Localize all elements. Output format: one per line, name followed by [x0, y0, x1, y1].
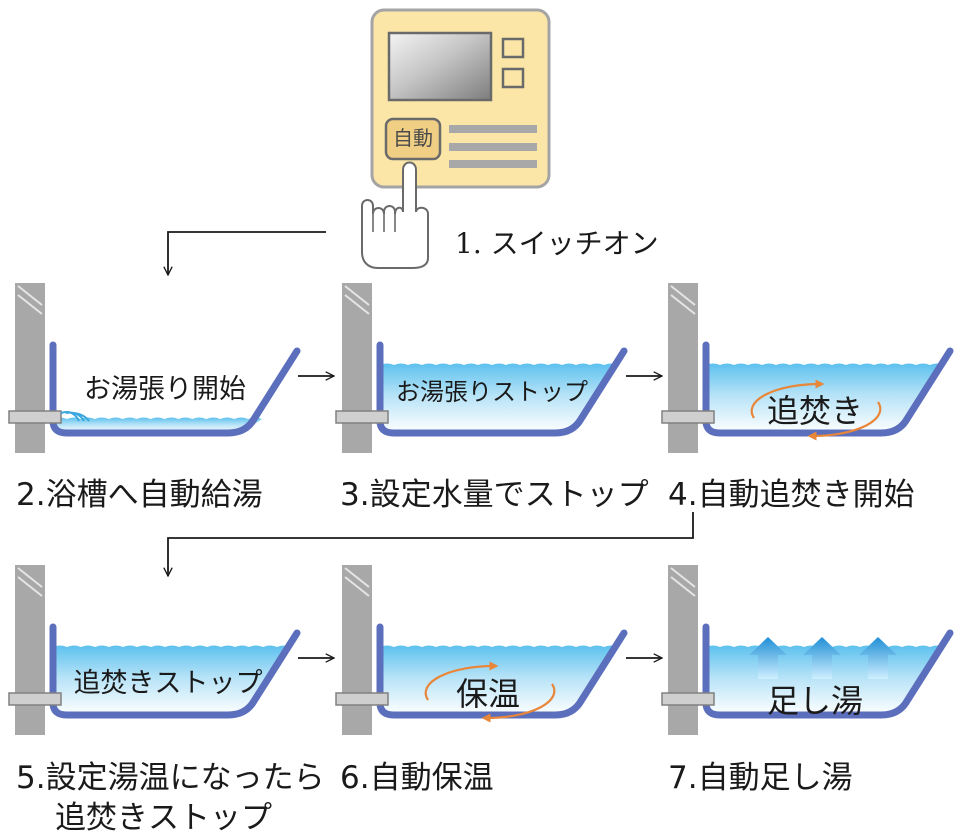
panel-line	[449, 160, 537, 168]
water-surface	[380, 645, 618, 715]
panel-line	[449, 143, 537, 151]
up-arrow-icon	[803, 637, 841, 679]
bath-label-top-up: 足し湯	[767, 682, 863, 720]
water-flow-icon	[70, 412, 90, 422]
inlet-pipe	[335, 410, 389, 424]
circulation-arrows-icon	[481, 683, 556, 723]
pointing-hand-icon	[361, 161, 429, 269]
bathtub-step-5	[8, 565, 301, 735]
wall-column	[668, 565, 698, 735]
auto-button-label: 自動	[393, 126, 433, 150]
water-surface	[53, 645, 291, 715]
bath-label-fill-stop: お湯張りストップ	[396, 378, 588, 406]
bathtub-step-4	[661, 283, 954, 453]
inlet-pipe	[335, 692, 389, 706]
down-arrow-icon	[168, 231, 326, 275]
bathtub-step-2	[8, 283, 301, 453]
wall-column	[668, 283, 698, 453]
inlet-pipe	[661, 410, 715, 424]
up-arrow-icon	[859, 637, 897, 679]
wall-column	[15, 565, 45, 735]
wall-column	[342, 565, 372, 735]
switch-on-caption: 1. スイッチオン	[455, 227, 659, 260]
panel-display	[387, 31, 493, 102]
bathtub-step-3	[335, 283, 628, 453]
step-caption-3: 3.設定水量でストップ	[340, 477, 649, 513]
water-surface	[53, 417, 263, 433]
circulation-arrows-icon	[750, 379, 825, 419]
water-surface	[380, 363, 618, 433]
auto-button[interactable]	[384, 117, 442, 161]
bath-label-fill-start: お湯張り開始	[84, 374, 246, 405]
step-caption-6: 6.自動保温	[340, 760, 494, 796]
circulation-arrows-icon	[807, 401, 882, 441]
panel-line	[449, 125, 537, 133]
wall-column	[15, 283, 45, 453]
circulation-arrows-icon	[424, 661, 499, 701]
inlet-pipe	[8, 410, 62, 424]
down-arrow-icon	[168, 512, 694, 576]
wall-column	[342, 283, 372, 453]
step-caption-5-line1: 5.設定湯温になったら	[16, 760, 325, 796]
step-caption-7: 7.自動足し湯	[668, 760, 853, 796]
control-panel: 自動	[370, 8, 551, 189]
tub-outline	[49, 341, 301, 437]
step-caption-4: 4.自動追焚き開始	[668, 477, 915, 513]
bath-label-reheat: 追焚き	[767, 392, 863, 430]
tub-outline	[702, 623, 954, 719]
bath-label-reheat-stop: 追焚きストップ	[74, 668, 263, 699]
tub-outline	[376, 623, 628, 719]
bath-label-keep-warm: 保温	[456, 675, 520, 713]
inlet-pipe	[8, 692, 62, 706]
step-caption-2: 2.浴槽へ自動給湯	[16, 477, 263, 513]
up-arrow-icon	[749, 637, 787, 679]
tub-outline	[49, 623, 301, 719]
water-surface	[706, 363, 944, 433]
step-caption-5-line2: 追焚きストップ	[55, 800, 272, 836]
panel-small-button[interactable]	[501, 67, 525, 89]
inlet-pipe	[661, 692, 715, 706]
panel-small-button[interactable]	[501, 37, 525, 59]
tub-outline	[702, 341, 954, 437]
bathtub-step-7	[661, 565, 954, 735]
bathtub-step-6	[335, 565, 628, 735]
tub-outline	[376, 341, 628, 437]
